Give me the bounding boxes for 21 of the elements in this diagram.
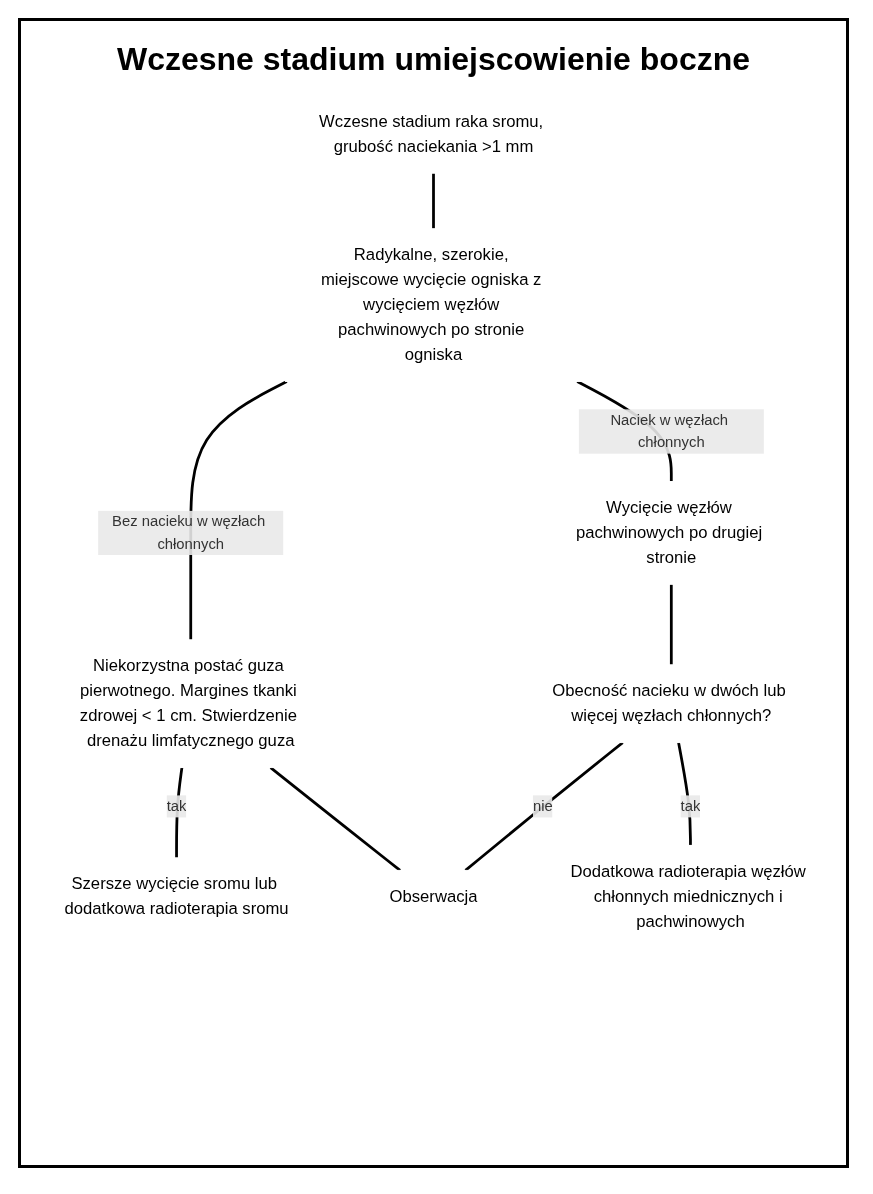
- title: Wczesne stadium umiejscowienie boczne: [116, 41, 751, 78]
- node-text: Wczesne stadium raka sromu, grubość naciekania >1 mm: [319, 112, 544, 156]
- connector: [669, 584, 673, 665]
- connector: [269, 766, 401, 872]
- node-text: Radykalne, szerokie, miejscowe wycięcie ogniska z wycięciem węzłów pachwinowych po stronie ogniska: [320, 245, 542, 364]
- edge-label: tak: [680, 798, 701, 814]
- connector: [464, 741, 624, 872]
- edge-label: tak: [166, 798, 187, 814]
- node-text: Szersze wycięcie sromu lub dodatkowa radioterapia sromu: [64, 874, 289, 919]
- node-text: Obecność nacieku w dwóch lub więcej węzłach chłonnych?: [552, 681, 786, 725]
- edge-label: Bez nacieku w węzłach chłonnych: [112, 513, 266, 552]
- edge-label: Naciek w węzłach chłonnych: [610, 412, 729, 451]
- connector: [677, 742, 692, 846]
- connector: [175, 767, 184, 858]
- node-text: Wycięcie węzłów pachwinowych po drugiej stronie: [575, 498, 763, 567]
- node-text: Dodatkowa radioterapia węzłów chłonnych miednicznych i pachwinowych: [570, 862, 806, 931]
- connector: [432, 173, 435, 229]
- diagram-frame: Wczesne stadium umiejscowienie boczne Bez nacieku w węzłach chłonnych Naciek w węzłach chłonnych tak nie tak Wczesne stadium raka sromu, grubość naciekania >1 mm Radykalne, szerokie, miejscowe wycięcie ogniska z wycięciem węzłów pachwinowych po stronie ogniska Niekorzystna postać guza pierwotnego. Margines tkanki zdrowej < 1 cm. Stwierdzenie drenażu limfatycznego guza Wycięcie węzłów pachwinowych po drugiej stronie Obecność nacieku w dwóch lub więcej węzłach chłonnych? Szersze wycięcie sromu lub dodatkowa radioterapia sromu Obserwacja Dodatkowa radioterapia węzłów chłonnych miednicznych i pachwinowych: [18, 18, 849, 1168]
- node-text: Obserwacja: [389, 887, 478, 906]
- edge-label: nie: [532, 798, 553, 814]
- node-text: Niekorzystna postać guza pierwotnego. Margines tkanki zdrowej < 1 cm. Stwierdzenie drenażu limfatycznego guza: [79, 656, 298, 750]
